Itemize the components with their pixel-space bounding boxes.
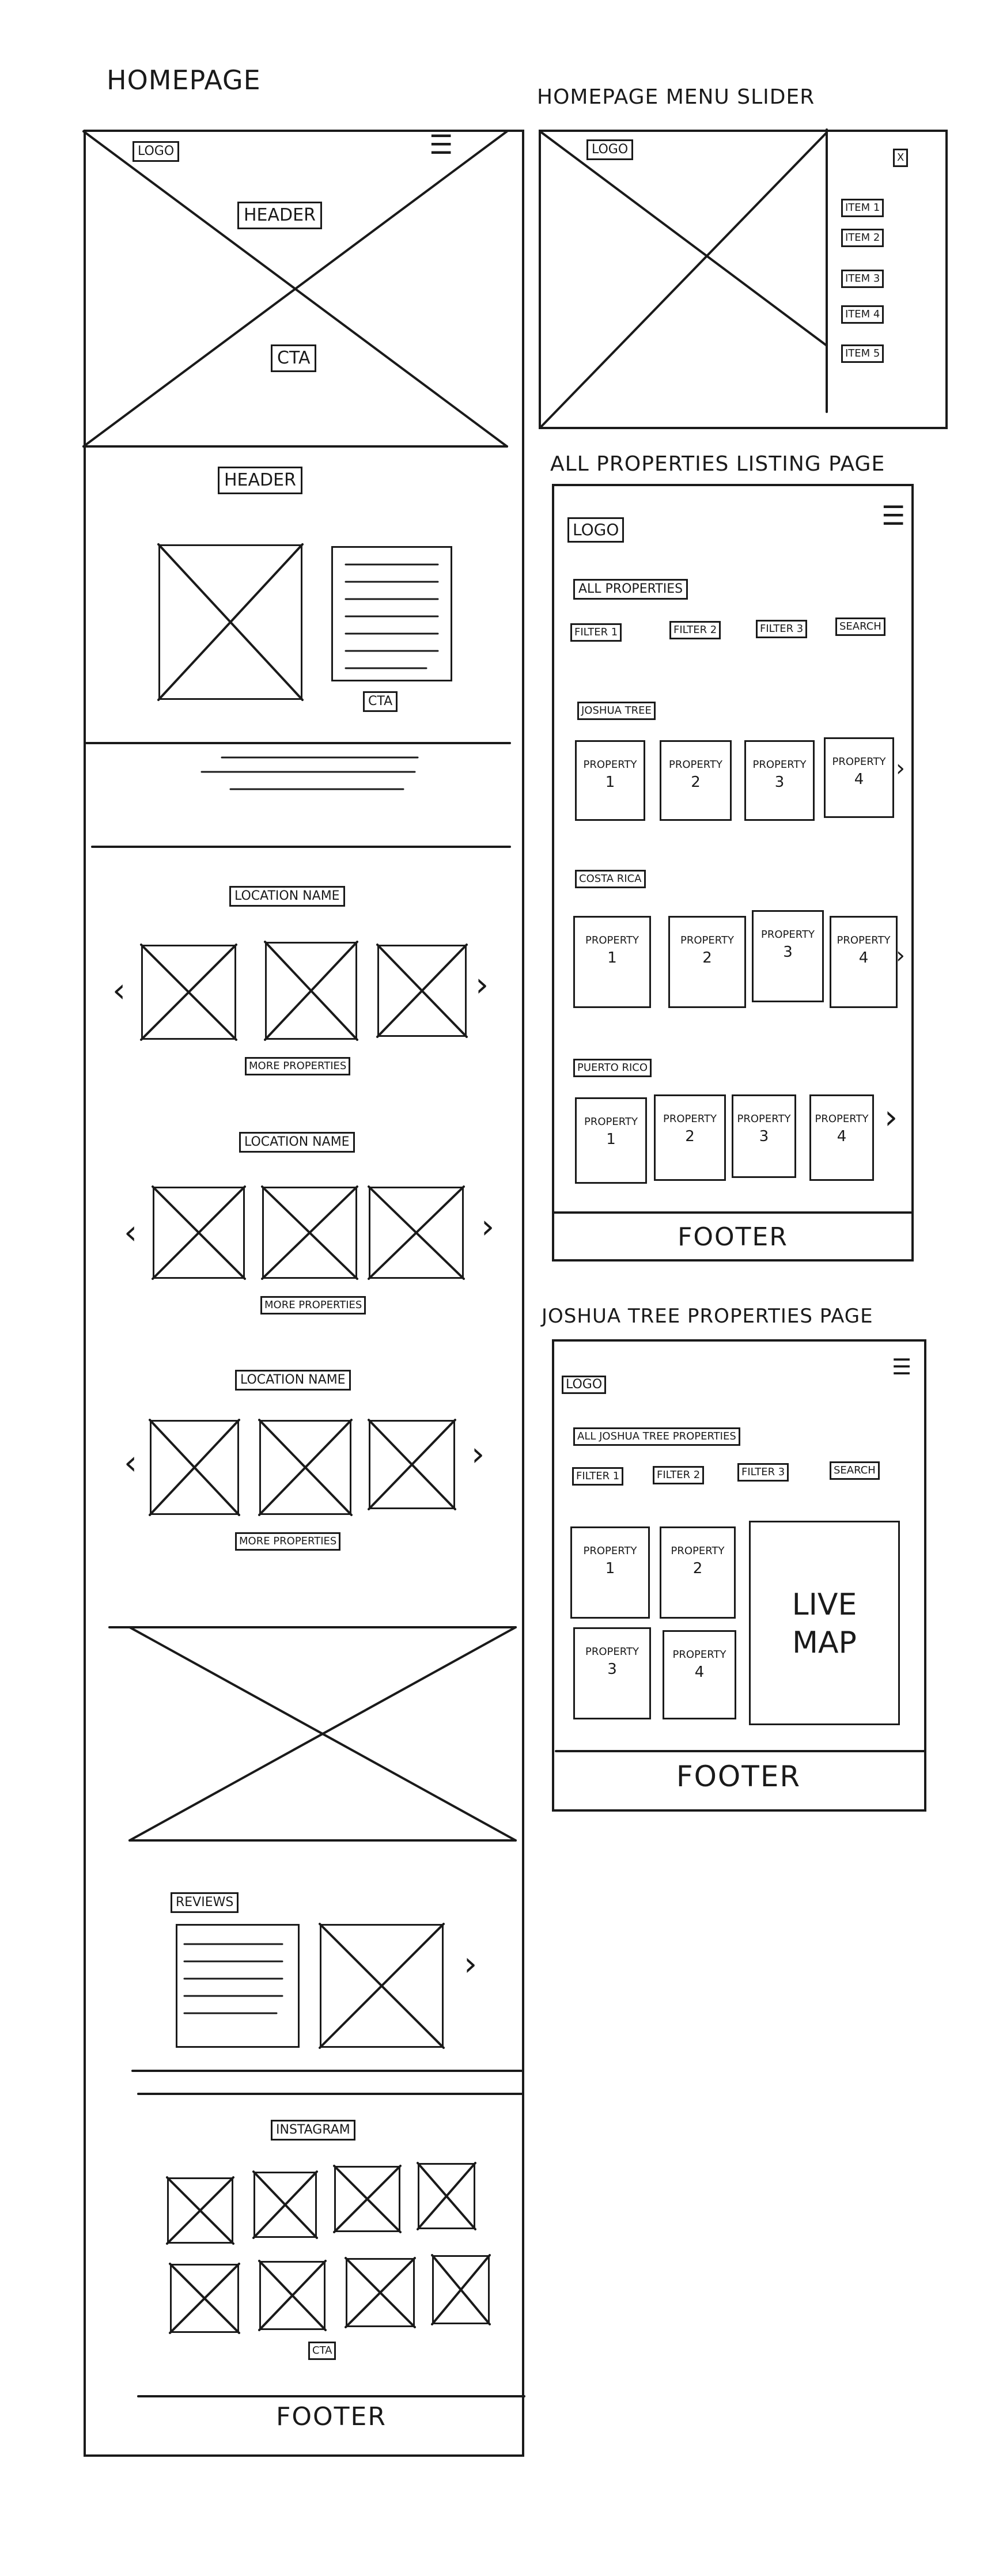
- search-button[interactable]: SEARCH: [830, 1461, 880, 1480]
- live-map[interactable]: LIVE MAP: [749, 1521, 900, 1725]
- joshua-page-title: JOSHUA TREE PROPERTIES PAGE: [542, 1305, 873, 1328]
- instagram-tile: [170, 2264, 239, 2333]
- group-costa-rica: COSTA RICA: [575, 870, 646, 888]
- instagram-tile: [418, 2163, 475, 2229]
- location-name-2: LOCATION NAME: [239, 1132, 355, 1153]
- more-properties-link-2[interactable]: MORE PROPERTIES: [260, 1296, 366, 1314]
- hamburger-icon[interactable]: ☰: [892, 1354, 912, 1380]
- about-image-placeholder: [158, 544, 302, 700]
- menu-item-2[interactable]: ITEM 2: [841, 229, 884, 247]
- menu-slider-frame: [539, 130, 948, 429]
- chevron-left-icon[interactable]: ‹: [124, 1443, 138, 1482]
- listing-frame: [552, 484, 914, 1262]
- location-2-image-2: [262, 1187, 357, 1279]
- listing-logo[interactable]: LOGO: [567, 517, 625, 543]
- location-3-image-2: [259, 1420, 351, 1515]
- instagram-tile: [432, 2255, 490, 2324]
- review-image-placeholder: [320, 1924, 444, 2048]
- chevron-right-icon[interactable]: ›: [896, 942, 905, 969]
- filter-3-button[interactable]: FILTER 3: [756, 620, 808, 638]
- menu-item-1[interactable]: ITEM 1: [841, 199, 884, 217]
- joshua-footer: FOOTER: [676, 1760, 801, 1793]
- filter-2-button[interactable]: FILTER 2: [669, 621, 721, 639]
- homepage-title: HOMEPAGE: [107, 65, 261, 96]
- about-text-block: [331, 546, 452, 681]
- location-3-image-3: [369, 1420, 455, 1509]
- instagram-cta-button[interactable]: CTA: [308, 2342, 336, 2360]
- filter-3-button[interactable]: FILTER 3: [737, 1463, 789, 1482]
- location-name-3: LOCATION NAME: [235, 1370, 351, 1391]
- location-1-image-1: [141, 945, 236, 1040]
- menu-item-4[interactable]: ITEM 4: [841, 305, 884, 324]
- chevron-right-icon[interactable]: ›: [471, 1434, 485, 1473]
- location-1-image-2: [265, 942, 357, 1040]
- location-2-image-3: [369, 1187, 464, 1279]
- more-properties-link-3[interactable]: MORE PROPERTIES: [235, 1532, 341, 1551]
- location-1-image-3: [377, 945, 467, 1037]
- search-button[interactable]: SEARCH: [835, 618, 885, 636]
- about-header: HEADER: [218, 467, 302, 494]
- instagram-tile: [259, 2261, 326, 2330]
- homepage-frame: [84, 130, 524, 2457]
- instagram-label: INSTAGRAM: [271, 2120, 355, 2141]
- hero-header: HEADER: [237, 202, 322, 229]
- hero-cta-button[interactable]: CTA: [271, 344, 317, 372]
- chevron-left-icon[interactable]: ‹: [112, 971, 126, 1010]
- about-cta-button[interactable]: CTA: [363, 691, 398, 712]
- listing-title: ALL PROPERTIES LISTING PAGE: [550, 452, 885, 476]
- all-properties-label: ALL PROPERTIES: [573, 579, 688, 600]
- instagram-tile: [346, 2258, 415, 2327]
- joshua-logo[interactable]: LOGO: [562, 1376, 607, 1394]
- chevron-right-icon[interactable]: ›: [464, 1944, 478, 1983]
- reviews-label: REVIEWS: [171, 1892, 239, 1913]
- filter-1-button[interactable]: FILTER 1: [570, 623, 622, 642]
- chevron-right-icon[interactable]: ›: [884, 1097, 898, 1137]
- menu-slider-title: HOMEPAGE MENU SLIDER: [537, 85, 815, 109]
- homepage-footer: FOOTER: [276, 2402, 387, 2431]
- joshua-page-frame: [552, 1339, 926, 1812]
- location-3-image-1: [150, 1420, 239, 1515]
- chevron-right-icon[interactable]: ›: [481, 1207, 495, 1246]
- close-icon[interactable]: X: [893, 149, 909, 167]
- filter-1-button[interactable]: FILTER 1: [572, 1467, 624, 1486]
- chevron-right-icon[interactable]: ›: [475, 965, 489, 1004]
- chevron-right-icon[interactable]: ›: [896, 755, 905, 782]
- all-joshua-tree-label: ALL JOSHUA TREE PROPERTIES: [573, 1427, 740, 1446]
- listing-footer: FOOTER: [678, 1222, 788, 1252]
- instagram-tile: [253, 2172, 317, 2238]
- menu-item-5[interactable]: ITEM 5: [841, 344, 884, 363]
- instagram-tile: [334, 2166, 400, 2232]
- menu-item-3[interactable]: ITEM 3: [841, 270, 884, 288]
- location-2-image-1: [153, 1187, 245, 1279]
- hamburger-icon[interactable]: ☰: [881, 500, 906, 531]
- review-text-block: [176, 1924, 300, 2048]
- hero-logo[interactable]: LOGO: [133, 141, 180, 162]
- more-properties-link-1[interactable]: MORE PROPERTIES: [245, 1057, 351, 1075]
- group-puerto-rico: PUERTO RICO: [573, 1059, 652, 1077]
- hamburger-icon[interactable]: ☰: [429, 129, 453, 160]
- location-name-1: LOCATION NAME: [229, 886, 345, 907]
- group-joshua-tree: JOSHUA TREE: [577, 702, 656, 720]
- instagram-tile: [167, 2177, 233, 2244]
- filter-2-button[interactable]: FILTER 2: [653, 1466, 705, 1484]
- slider-logo[interactable]: LOGO: [586, 139, 634, 160]
- chevron-left-icon[interactable]: ‹: [124, 1213, 138, 1252]
